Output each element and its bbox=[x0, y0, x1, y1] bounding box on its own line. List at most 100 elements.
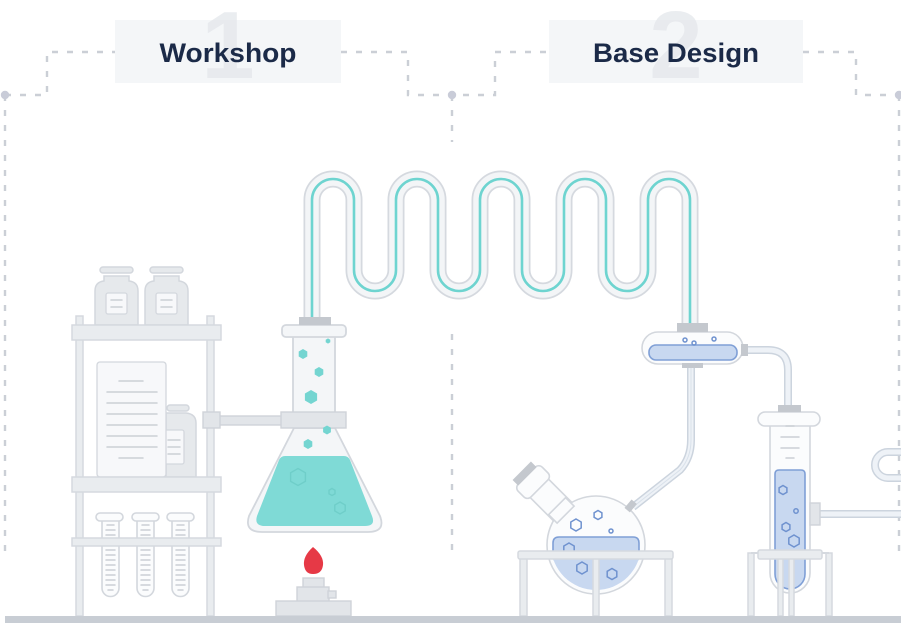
flame-icon bbox=[303, 547, 324, 574]
illustration-shape bbox=[746, 347, 791, 406]
illustration-shape bbox=[106, 380, 158, 459]
illustration-shape bbox=[167, 439, 181, 455]
erlenmeyer-flask-icon bbox=[247, 317, 383, 533]
illustration-shape bbox=[691, 340, 697, 346]
stand-leg bbox=[777, 555, 784, 617]
illustration-shape bbox=[149, 266, 184, 274]
illustration-shape bbox=[809, 502, 821, 526]
flask-stand-bar bbox=[517, 550, 674, 560]
illustration-shape bbox=[105, 524, 116, 591]
illustration-shape bbox=[303, 170, 699, 324]
shelf-with-jars-icon bbox=[71, 266, 284, 617]
connector-middle bbox=[341, 50, 549, 97]
illustration-shape bbox=[741, 344, 748, 356]
floor-line bbox=[5, 616, 901, 623]
illustration-shape bbox=[757, 411, 821, 427]
flask-clamp bbox=[280, 411, 347, 429]
stand-leg bbox=[788, 555, 795, 617]
illustration-shape bbox=[778, 405, 801, 412]
shelf-middle bbox=[71, 476, 222, 493]
illustration-shape bbox=[96, 361, 167, 478]
test-tube-icon bbox=[166, 512, 195, 598]
step-1-background bbox=[115, 20, 341, 83]
step-1-label: Workshop bbox=[160, 38, 297, 68]
bubble-hexagon-icon bbox=[576, 561, 588, 575]
bubble-hexagon-icon bbox=[303, 439, 313, 449]
bubble-hexagon-icon bbox=[328, 487, 336, 497]
connector-right bbox=[803, 50, 899, 97]
illustration-shape bbox=[547, 496, 576, 525]
step-connectors bbox=[0, 50, 901, 556]
illustration-shape bbox=[677, 323, 708, 332]
connector-node-center bbox=[447, 90, 457, 100]
stand-leg bbox=[747, 552, 755, 617]
jar-icon bbox=[144, 266, 189, 326]
shelf-post-right bbox=[206, 315, 215, 617]
test-tube-rack-icon bbox=[71, 512, 222, 598]
bubble-hexagon-icon bbox=[323, 425, 331, 435]
clamp-arm bbox=[218, 415, 284, 426]
separator-vessel-icon bbox=[630, 323, 792, 511]
step-1: 1 Workshop bbox=[115, 0, 341, 99]
bunsen-burner-icon bbox=[275, 547, 352, 617]
rack-bar bbox=[71, 537, 222, 547]
bubble-hexagon-icon bbox=[304, 390, 318, 404]
step-2-background bbox=[549, 20, 803, 83]
bubble-hexagon-icon bbox=[606, 567, 618, 581]
bubble-hexagon-icon bbox=[314, 367, 324, 377]
illustration-shape bbox=[155, 292, 178, 315]
illustration-shape bbox=[512, 461, 537, 486]
illustration-shape bbox=[608, 528, 614, 534]
stand-leg bbox=[825, 552, 833, 617]
illustration-shape bbox=[160, 299, 173, 308]
jar-icon bbox=[94, 266, 139, 326]
stand-leg bbox=[664, 552, 673, 617]
step-2: 2 Base Design bbox=[549, 0, 803, 99]
illustration-shape bbox=[140, 524, 151, 591]
illustration-shape bbox=[305, 172, 697, 324]
bubble-hexagon-icon bbox=[289, 467, 307, 487]
illustration-shape bbox=[631, 366, 694, 509]
round-bottom-flask-icon bbox=[512, 461, 674, 617]
small-jar-icon bbox=[159, 404, 197, 478]
teal-liquid bbox=[256, 456, 374, 526]
flask-stopper bbox=[299, 317, 331, 325]
stand-leg bbox=[519, 552, 528, 617]
connector-left bbox=[5, 50, 115, 97]
illustration-shape bbox=[275, 600, 352, 617]
illustration-shape bbox=[711, 336, 717, 342]
illustration-shape bbox=[281, 324, 347, 338]
illustration-shape bbox=[166, 512, 195, 522]
illustration-shape bbox=[746, 346, 792, 406]
bubble-hexagon-icon bbox=[778, 484, 788, 496]
document-icon bbox=[96, 361, 167, 478]
illustration-shape bbox=[624, 499, 637, 513]
bubble-hexagon-icon bbox=[334, 501, 346, 515]
illustration-shape bbox=[175, 524, 186, 591]
shelf-post-left bbox=[75, 315, 84, 617]
step-2-number: 2 bbox=[649, 0, 702, 99]
illustration-shape bbox=[166, 404, 190, 412]
step-2-label: Base Design bbox=[593, 38, 759, 68]
illustration-shape bbox=[547, 496, 576, 525]
illustration-shape bbox=[292, 335, 336, 417]
stand-leg bbox=[592, 552, 600, 617]
illustration-shape bbox=[682, 337, 688, 343]
illustration-shape bbox=[110, 299, 123, 308]
illustration-shape bbox=[95, 512, 124, 522]
illustration-shape bbox=[780, 425, 800, 459]
illustration-shape bbox=[105, 292, 128, 315]
connector-node-left bbox=[0, 90, 10, 100]
coiled-condenser-tube-icon bbox=[303, 170, 699, 324]
test-tube-on-stand-icon bbox=[747, 405, 901, 617]
illustration-shape bbox=[327, 590, 337, 599]
step-1-number: 1 bbox=[201, 0, 254, 99]
illustration-shape bbox=[793, 508, 799, 514]
illustration-shape bbox=[131, 512, 160, 522]
test-tube-icon bbox=[131, 512, 160, 598]
shelf-top bbox=[71, 324, 222, 341]
illustration-shape bbox=[682, 363, 703, 368]
connector-node-right bbox=[894, 90, 901, 100]
tube-stand-bar bbox=[757, 549, 823, 560]
